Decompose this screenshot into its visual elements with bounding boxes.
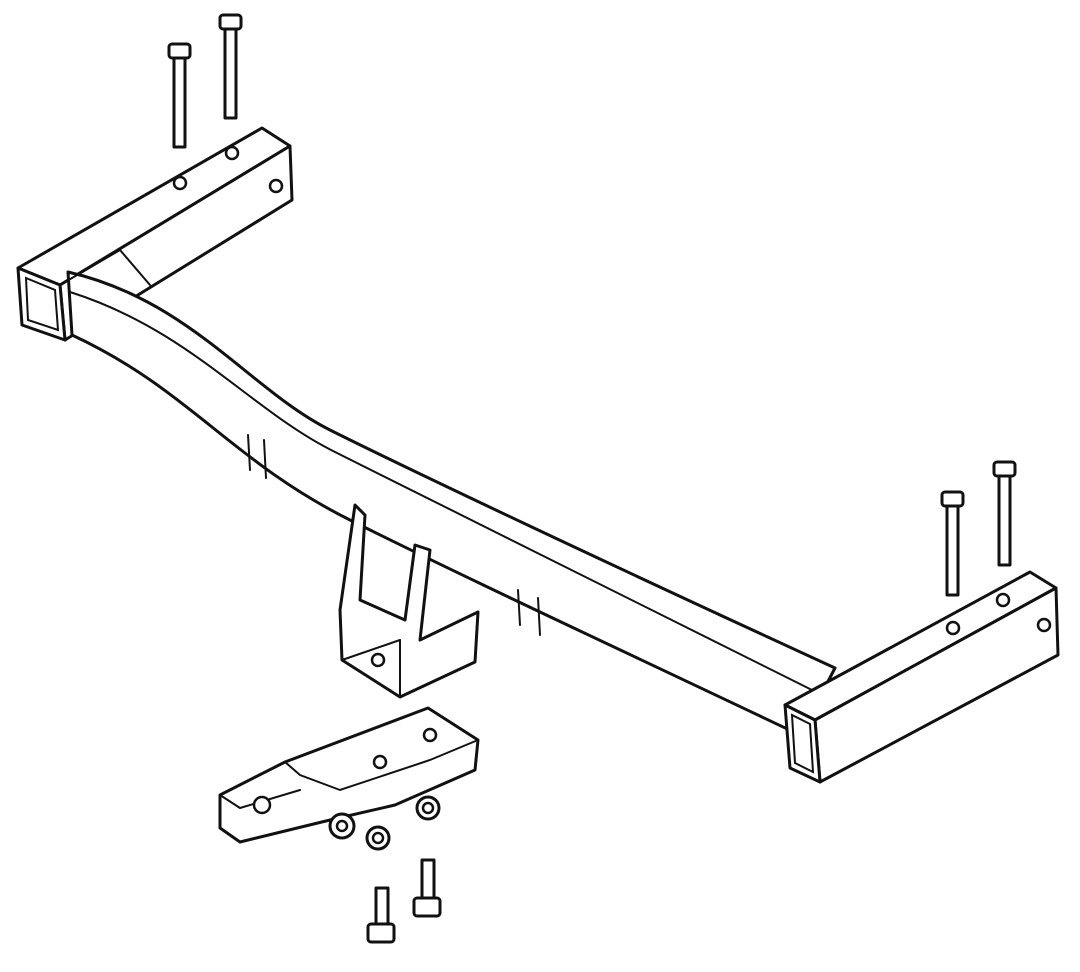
tow-ball-plate bbox=[218, 706, 480, 844]
washer-1 bbox=[328, 812, 356, 840]
bolt-left-2 bbox=[218, 13, 243, 120]
bolt-right-2 bbox=[992, 460, 1017, 567]
nut-2 bbox=[415, 795, 441, 821]
bolt-right-1 bbox=[940, 490, 965, 597]
receiver-bracket bbox=[338, 503, 480, 699]
bolt-bottom-2 bbox=[412, 858, 442, 918]
nut-1 bbox=[365, 825, 391, 851]
right-crossbar bbox=[783, 570, 1060, 784]
bolt-left-1 bbox=[167, 42, 192, 149]
left-crossbar bbox=[16, 126, 294, 342]
bolt-bottom-1 bbox=[366, 886, 396, 944]
